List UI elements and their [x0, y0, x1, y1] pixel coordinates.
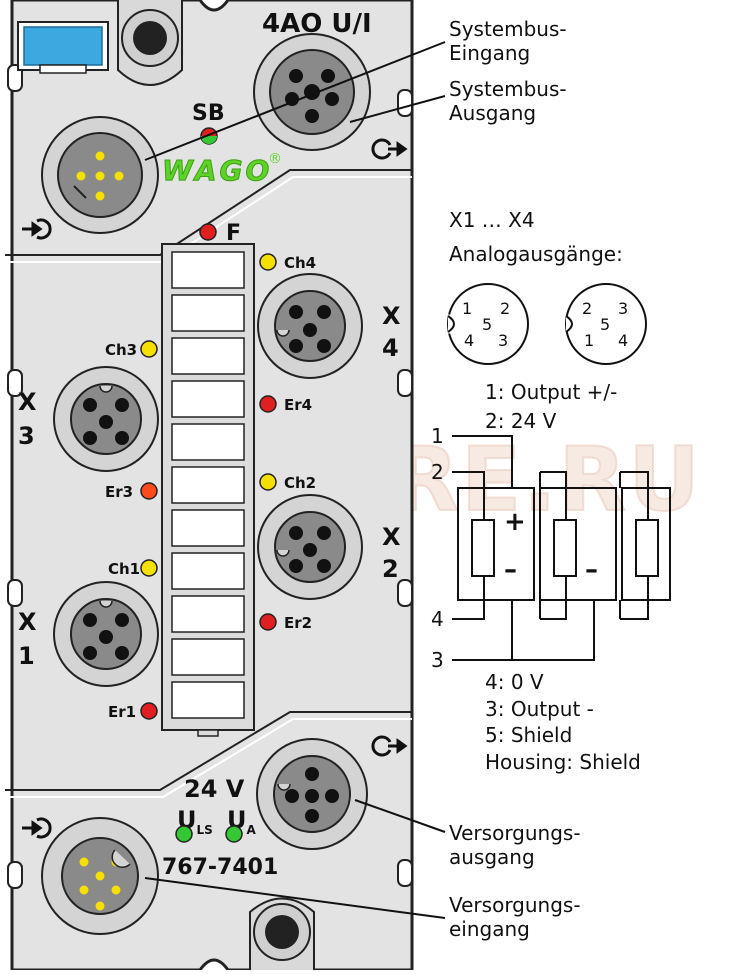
- brand-logo: WAGO: [162, 154, 272, 187]
- supply-input-arrow-icon: [22, 817, 52, 839]
- callout-leaders: [144, 41, 446, 919]
- schematic-plus: +: [504, 507, 526, 537]
- ch1-led: [140, 559, 158, 577]
- legend-shield: 5: Shield: [485, 723, 572, 747]
- wire-label-2: 2: [431, 460, 444, 484]
- pin-diagram-left: 1 2 5 4 3: [447, 283, 529, 365]
- ch1-label: Ch1: [108, 560, 140, 578]
- port-x4-letter: X: [382, 302, 401, 330]
- pinout-heading: X1 … X4: [449, 208, 535, 232]
- sb-led: [200, 127, 218, 145]
- schematic-minus-2: –: [585, 555, 598, 585]
- port-x2-connector: [257, 494, 363, 600]
- callout-supply-out: Versorgungs- ausgang: [449, 821, 587, 869]
- er3-led: [140, 482, 158, 500]
- port-x2-letter: X: [382, 523, 401, 551]
- legend-output-minus: 3: Output -: [485, 697, 594, 721]
- port-x4-number: 4: [382, 334, 399, 362]
- fault-label: F: [226, 221, 241, 246]
- label-window: [17, 21, 109, 74]
- left-pin-5: 5: [482, 315, 492, 334]
- sb-label: SB: [192, 101, 225, 126]
- supply-out-connector: [256, 738, 368, 850]
- left-pin-2: 2: [500, 299, 510, 318]
- registered-mark: ®: [268, 151, 282, 167]
- port-x1-connector: [53, 581, 159, 687]
- callout-systembus-out: Systembus- Ausgang: [449, 77, 573, 125]
- legend-0v: 4: 0 V: [485, 670, 544, 694]
- ch4-led: [259, 253, 277, 271]
- er2-label: Er2: [284, 614, 312, 632]
- er1-label: Er1: [108, 703, 136, 721]
- voltage-label: 24 V: [184, 775, 245, 803]
- port-x1-number: 1: [18, 642, 35, 670]
- part-number: 767-7401: [162, 855, 278, 880]
- er1-led: [140, 702, 158, 720]
- port-x3-number: 3: [18, 422, 35, 450]
- wire-label-1: 1: [431, 424, 444, 448]
- fault-led: [199, 223, 217, 241]
- bus-input-arrow-icon: [22, 218, 52, 240]
- right-pin-1: 1: [584, 331, 594, 350]
- wire-label-4: 4: [431, 607, 444, 631]
- port-x1-letter: X: [18, 608, 37, 636]
- left-pin-1: 1: [462, 299, 472, 318]
- right-pin-4: 4: [618, 331, 628, 350]
- marking-strip: [161, 243, 255, 737]
- supply-in-connector: [41, 817, 159, 935]
- ch2-led: [259, 473, 277, 491]
- right-pin-5: 5: [600, 315, 610, 334]
- legend-housing: Housing: Shield: [485, 750, 641, 774]
- port-x2-number: 2: [382, 555, 399, 583]
- ua-led: [225, 825, 243, 843]
- wire-label-3: 3: [431, 648, 444, 672]
- pin-diagram-right: 2 3 5 1 4: [565, 283, 647, 365]
- wiring-schematic: [452, 435, 671, 661]
- mounting-screw-bottom: [249, 897, 315, 970]
- port-x4-connector: [257, 273, 363, 379]
- systembus-out-connector: [253, 33, 371, 151]
- callout-supply-in: Versorgungs- eingang: [449, 893, 587, 941]
- ch3-label: Ch3: [105, 341, 137, 359]
- right-pin-2: 2: [582, 299, 592, 318]
- legend-24v: 2: 24 V: [485, 409, 557, 433]
- er4-label: Er4: [284, 396, 312, 414]
- uls-led: [175, 825, 193, 843]
- supply-output-arrow-icon: [371, 735, 408, 757]
- callout-systembus-in: Systembus- Eingang: [449, 17, 573, 65]
- er4-led: [259, 395, 277, 413]
- ch3-led: [140, 340, 158, 358]
- port-x3-letter: X: [18, 388, 37, 416]
- er3-label: Er3: [105, 483, 133, 501]
- legend-output: 1: Output +/-: [485, 380, 617, 404]
- schematic-minus-1: –: [504, 555, 517, 585]
- right-pin-3: 3: [618, 299, 628, 318]
- left-pin-3: 3: [498, 331, 508, 350]
- er2-led: [259, 613, 277, 631]
- port-x3-connector: [53, 366, 159, 472]
- mounting-screw-top: [117, 0, 183, 86]
- ch4-label: Ch4: [284, 254, 316, 272]
- pinout-subheading: Analogausgänge:: [449, 242, 623, 266]
- systembus-in-connector: [41, 116, 159, 234]
- bus-output-arrow-icon: [371, 138, 408, 160]
- ch2-label: Ch2: [284, 474, 316, 492]
- left-pin-4: 4: [464, 331, 474, 350]
